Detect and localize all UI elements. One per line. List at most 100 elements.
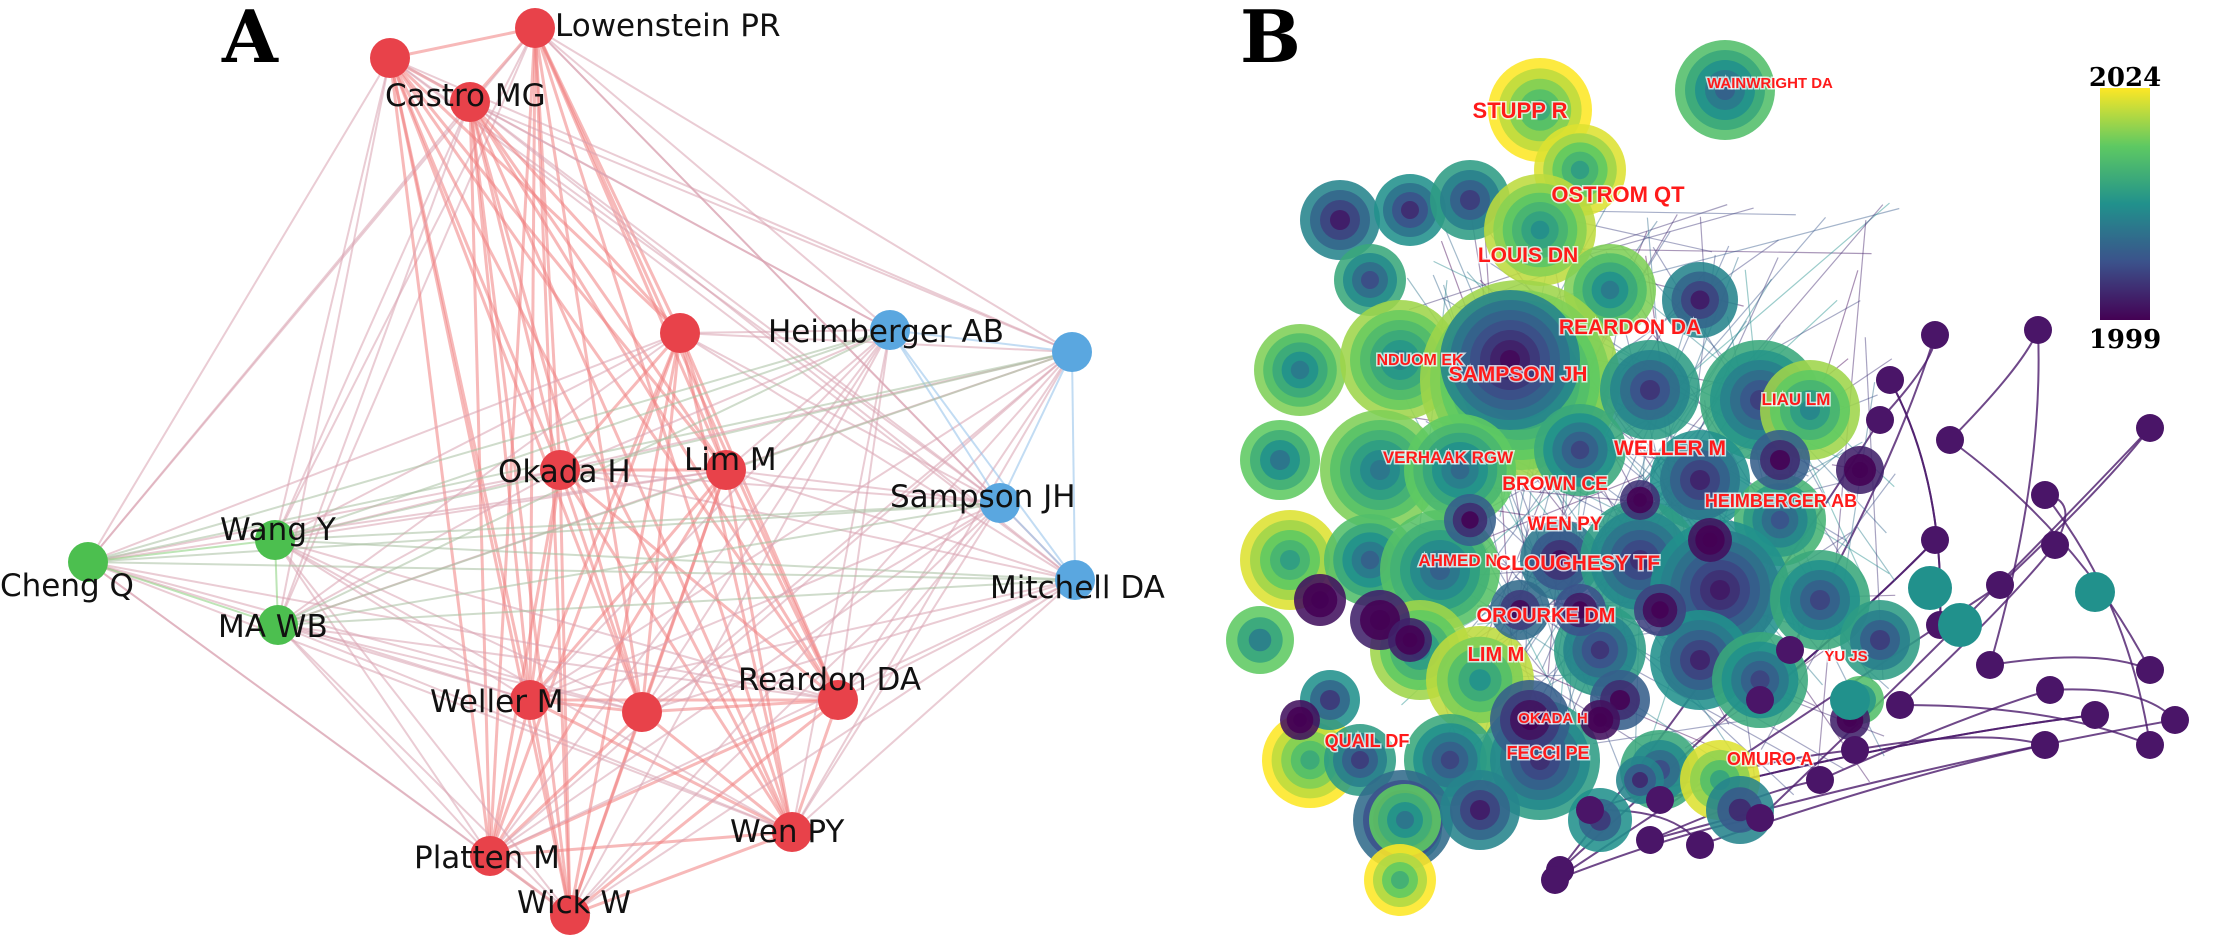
author-bubble-small[interactable]	[2075, 572, 2115, 612]
author-bubble[interactable]	[1634, 584, 1686, 636]
coauthor-edge	[641, 710, 793, 834]
author-label-louis-dn: LOUIS DN	[1478, 244, 1578, 267]
author-node-wick[interactable]	[550, 895, 590, 935]
author-node-redtop[interactable]	[660, 313, 700, 353]
author-bubble-small[interactable]	[1976, 651, 2004, 679]
bubble-ring	[1630, 550, 1650, 570]
author-bubble[interactable]	[1334, 244, 1406, 316]
author-node-blueright[interactable]	[1052, 332, 1092, 372]
author-node-heimberger[interactable]	[870, 310, 910, 350]
author-bubble-small[interactable]	[2041, 531, 2069, 559]
author-bubble-small[interactable]	[2031, 481, 2059, 509]
author-bubble-small[interactable]	[1576, 796, 1604, 824]
author-bubble[interactable]	[1324, 724, 1396, 796]
author-bubble[interactable]	[1440, 770, 1520, 850]
author-bubble-small[interactable]	[1921, 526, 1949, 554]
author-bubble[interactable]	[1620, 480, 1660, 520]
author-bubble[interactable]	[1404, 414, 1516, 526]
author-node-platten[interactable]	[470, 836, 510, 876]
author-bubble[interactable]	[1688, 518, 1732, 562]
author-node-castro[interactable]	[370, 38, 410, 78]
author-node-redmid[interactable]	[622, 692, 662, 732]
author-bubble-small[interactable]	[2031, 731, 2059, 759]
author-bubble-small[interactable]	[1921, 321, 1949, 349]
author-node-reardon[interactable]	[818, 680, 858, 720]
author-bubble[interactable]	[1440, 290, 1580, 430]
author-bubble-small[interactable]	[1541, 866, 1569, 894]
author-bubble-small[interactable]	[1986, 571, 2014, 599]
author-bubble-small[interactable]	[1830, 680, 1870, 720]
author-node-mitchell[interactable]	[1055, 560, 1095, 600]
coauthor-edge	[529, 329, 891, 701]
author-bubble[interactable]	[1490, 680, 1570, 760]
author-bubble[interactable]	[1484, 174, 1596, 286]
author-bubble[interactable]	[1444, 494, 1496, 546]
author-node-okada[interactable]	[540, 450, 580, 490]
author-node-wangy[interactable]	[255, 520, 295, 560]
author-bubble[interactable]	[1280, 700, 1320, 740]
author-bubble[interactable]	[1490, 580, 1550, 640]
author-bubble-small[interactable]	[1886, 691, 1914, 719]
author-bubble-small[interactable]	[1866, 406, 1894, 434]
author-bubble[interactable]	[1388, 618, 1432, 662]
author-bubble[interactable]	[1294, 574, 1346, 626]
author-bubble-small[interactable]	[1908, 566, 1952, 610]
author-bubble-small[interactable]	[1746, 804, 1774, 832]
author-bubble-small[interactable]	[1938, 603, 1982, 647]
author-bubble-small[interactable]	[2161, 706, 2189, 734]
bubble-ring	[1570, 160, 1590, 180]
author-bubble-small[interactable]	[2136, 656, 2164, 684]
author-bubble[interactable]	[1300, 180, 1380, 260]
author-node-weller[interactable]	[510, 680, 550, 720]
author-bubble-small[interactable]	[1936, 426, 1964, 454]
author-bubble[interactable]	[1364, 844, 1436, 916]
coauthor-edge	[489, 698, 839, 858]
bubble-ring	[1401, 201, 1419, 219]
author-bubble[interactable]	[1554, 584, 1606, 636]
author-bubble[interactable]	[1226, 606, 1294, 674]
author-bubble[interactable]	[1320, 410, 1440, 530]
author-bubble[interactable]	[1662, 262, 1738, 338]
author-bubble-small[interactable]	[1686, 831, 1714, 859]
author-bubble[interactable]	[1580, 700, 1620, 740]
author-bubble-small[interactable]	[1841, 736, 1869, 764]
author-node-mawb[interactable]	[258, 605, 298, 645]
coauthor-edge	[277, 502, 1001, 626]
author-node-wen[interactable]	[772, 812, 812, 852]
author-bubble-small[interactable]	[1636, 826, 1664, 854]
author-bubble-small[interactable]	[1646, 786, 1674, 814]
author-bubble[interactable]	[1240, 420, 1320, 500]
author-node-chengq[interactable]	[68, 542, 108, 582]
coauthor-edge	[568, 332, 682, 916]
author-bubble[interactable]	[1254, 324, 1346, 416]
author-bubble-small[interactable]	[1776, 636, 1804, 664]
author-bubble-small[interactable]	[1876, 366, 1904, 394]
author-bubble[interactable]	[1534, 404, 1626, 496]
author-bubble-small[interactable]	[1806, 766, 1834, 794]
author-bubble[interactable]	[1675, 40, 1775, 140]
bubble-ring	[1311, 591, 1329, 609]
author-bubble-small[interactable]	[2036, 676, 2064, 704]
author-bubble[interactable]	[1600, 340, 1700, 440]
author-bubble[interactable]	[1374, 174, 1446, 246]
author-node-sampson[interactable]	[980, 483, 1020, 523]
author-node-lim[interactable]	[706, 450, 746, 490]
author-label-platten: Platten M	[414, 840, 560, 876]
author-bubble-small[interactable]	[2136, 731, 2164, 759]
author-bubble[interactable]	[1568, 788, 1632, 852]
citation-edge	[1999, 427, 2151, 586]
author-node-castro2[interactable]	[450, 82, 490, 122]
author-bubble[interactable]	[1369, 784, 1441, 856]
author-bubble-small[interactable]	[2081, 701, 2109, 729]
author-bubble[interactable]	[1650, 430, 1750, 530]
author-bubble[interactable]	[1520, 520, 1600, 600]
author-bubble[interactable]	[1840, 600, 1920, 680]
author-bubble-small[interactable]	[2136, 414, 2164, 442]
author-bubble[interactable]	[1564, 244, 1656, 336]
author-node-lowenstein[interactable]	[515, 8, 555, 48]
author-bubble[interactable]	[1760, 360, 1860, 460]
author-bubble-small[interactable]	[2024, 316, 2052, 344]
author-bubble-small[interactable]	[1746, 686, 1774, 714]
author-bubble[interactable]	[1836, 446, 1884, 494]
author-bubble[interactable]	[1750, 430, 1810, 490]
